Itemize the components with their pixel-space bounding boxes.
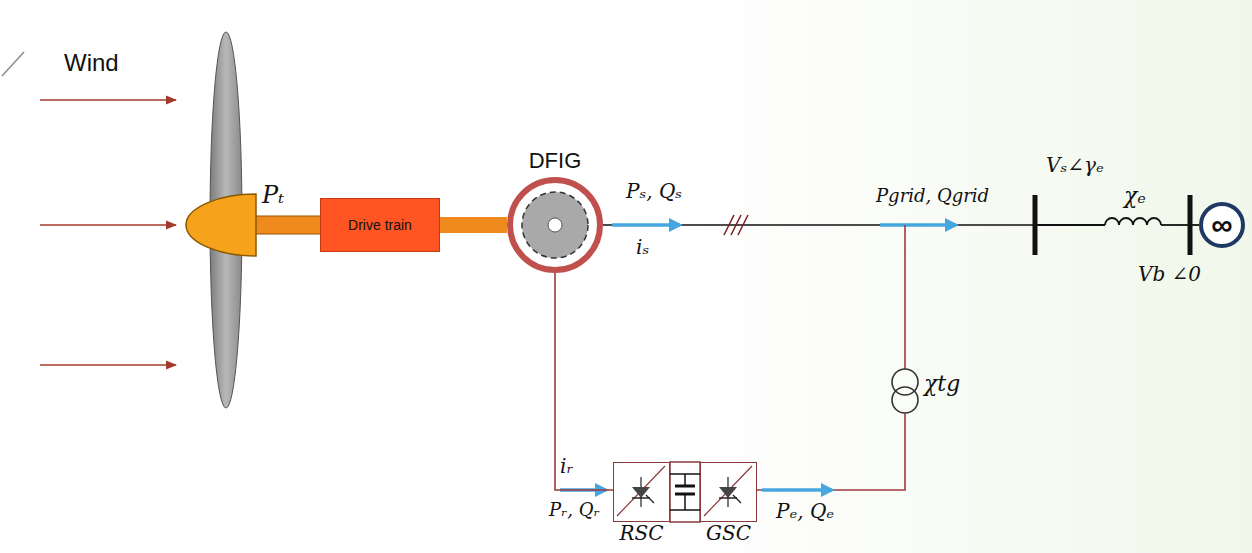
converter-label: RSC	[619, 522, 663, 545]
transformer-winding	[892, 387, 918, 413]
line-wire	[1161, 224, 1190, 226]
converter-diagonal	[617, 466, 665, 516]
dc-link-rail	[670, 473, 700, 475]
capacitor-lead	[684, 494, 686, 510]
power-label: Pᵣ, Qᵣ	[549, 500, 600, 520]
generator-label: DFIG	[529, 148, 582, 173]
thyristor-gate	[646, 495, 654, 503]
converter-label: GSC	[706, 522, 751, 545]
thyristor-bar	[632, 497, 650, 499]
dc-link-box	[670, 462, 700, 522]
gsc-wire	[904, 225, 906, 369]
stator-flow-arrow	[612, 223, 680, 227]
dfig-generator: DFIG	[507, 177, 603, 273]
low-speed-shaft	[252, 216, 322, 234]
grid-side-converter: GSC	[700, 462, 757, 522]
infinite-bus: ∞	[1199, 202, 1245, 248]
converter-diagonal	[704, 466, 752, 516]
voltage-label: Vb ∠0	[1138, 263, 1201, 285]
turbine-hub	[186, 194, 256, 256]
reactance-label: χₑ	[1124, 184, 1146, 208]
line-wire	[1190, 224, 1199, 226]
current-label: iₛ	[636, 236, 649, 258]
box-label: Drive train	[348, 217, 412, 233]
capacitor-lead	[684, 474, 686, 486]
rotor-disc	[522, 192, 588, 258]
rotor-shaft	[548, 218, 562, 232]
capacitor-plate	[675, 485, 695, 488]
rotor-side-converter: RSC	[613, 462, 670, 522]
three-phase-marks	[724, 215, 748, 235]
thyristor-bar	[719, 497, 737, 499]
stator-ring	[510, 180, 600, 270]
generator-symbol	[507, 177, 603, 273]
corner-slash	[2, 52, 24, 76]
wind-arrow	[40, 224, 176, 226]
gsc-flow-arrow	[762, 488, 832, 492]
power-label: Pₑ, Qₑ	[776, 500, 834, 522]
wind-arrows	[40, 100, 176, 365]
line-reactance	[1035, 218, 1190, 225]
inductor-coil	[1105, 218, 1161, 225]
phase-mark	[738, 215, 748, 235]
wind-label: Wind	[64, 50, 119, 76]
power-label: Pₛ, Qₛ	[626, 180, 682, 202]
stator-line	[603, 224, 1035, 226]
current-label: iᵣ	[560, 455, 573, 477]
gsc-wire	[757, 413, 905, 490]
high-speed-shaft	[440, 217, 507, 233]
power-label: Pₜ	[262, 182, 284, 208]
thyristor-symbol	[701, 463, 755, 520]
drive-train-box: Drive train	[320, 198, 440, 252]
wind-arrow	[40, 99, 176, 101]
grid-flow-arrow	[880, 223, 956, 227]
line-wire	[1035, 224, 1105, 226]
voltage-label: Vₛ∠γₑ	[1046, 154, 1104, 176]
power-label: Pgrid, Qgrid	[876, 186, 989, 206]
thyristor-symbol	[614, 463, 668, 520]
infinity-symbol: ∞	[1211, 210, 1232, 240]
wind-arrow	[40, 364, 176, 366]
thyristor-gate	[733, 495, 741, 503]
rotor-wire	[555, 273, 613, 490]
reactance-label: χtg	[924, 372, 960, 396]
